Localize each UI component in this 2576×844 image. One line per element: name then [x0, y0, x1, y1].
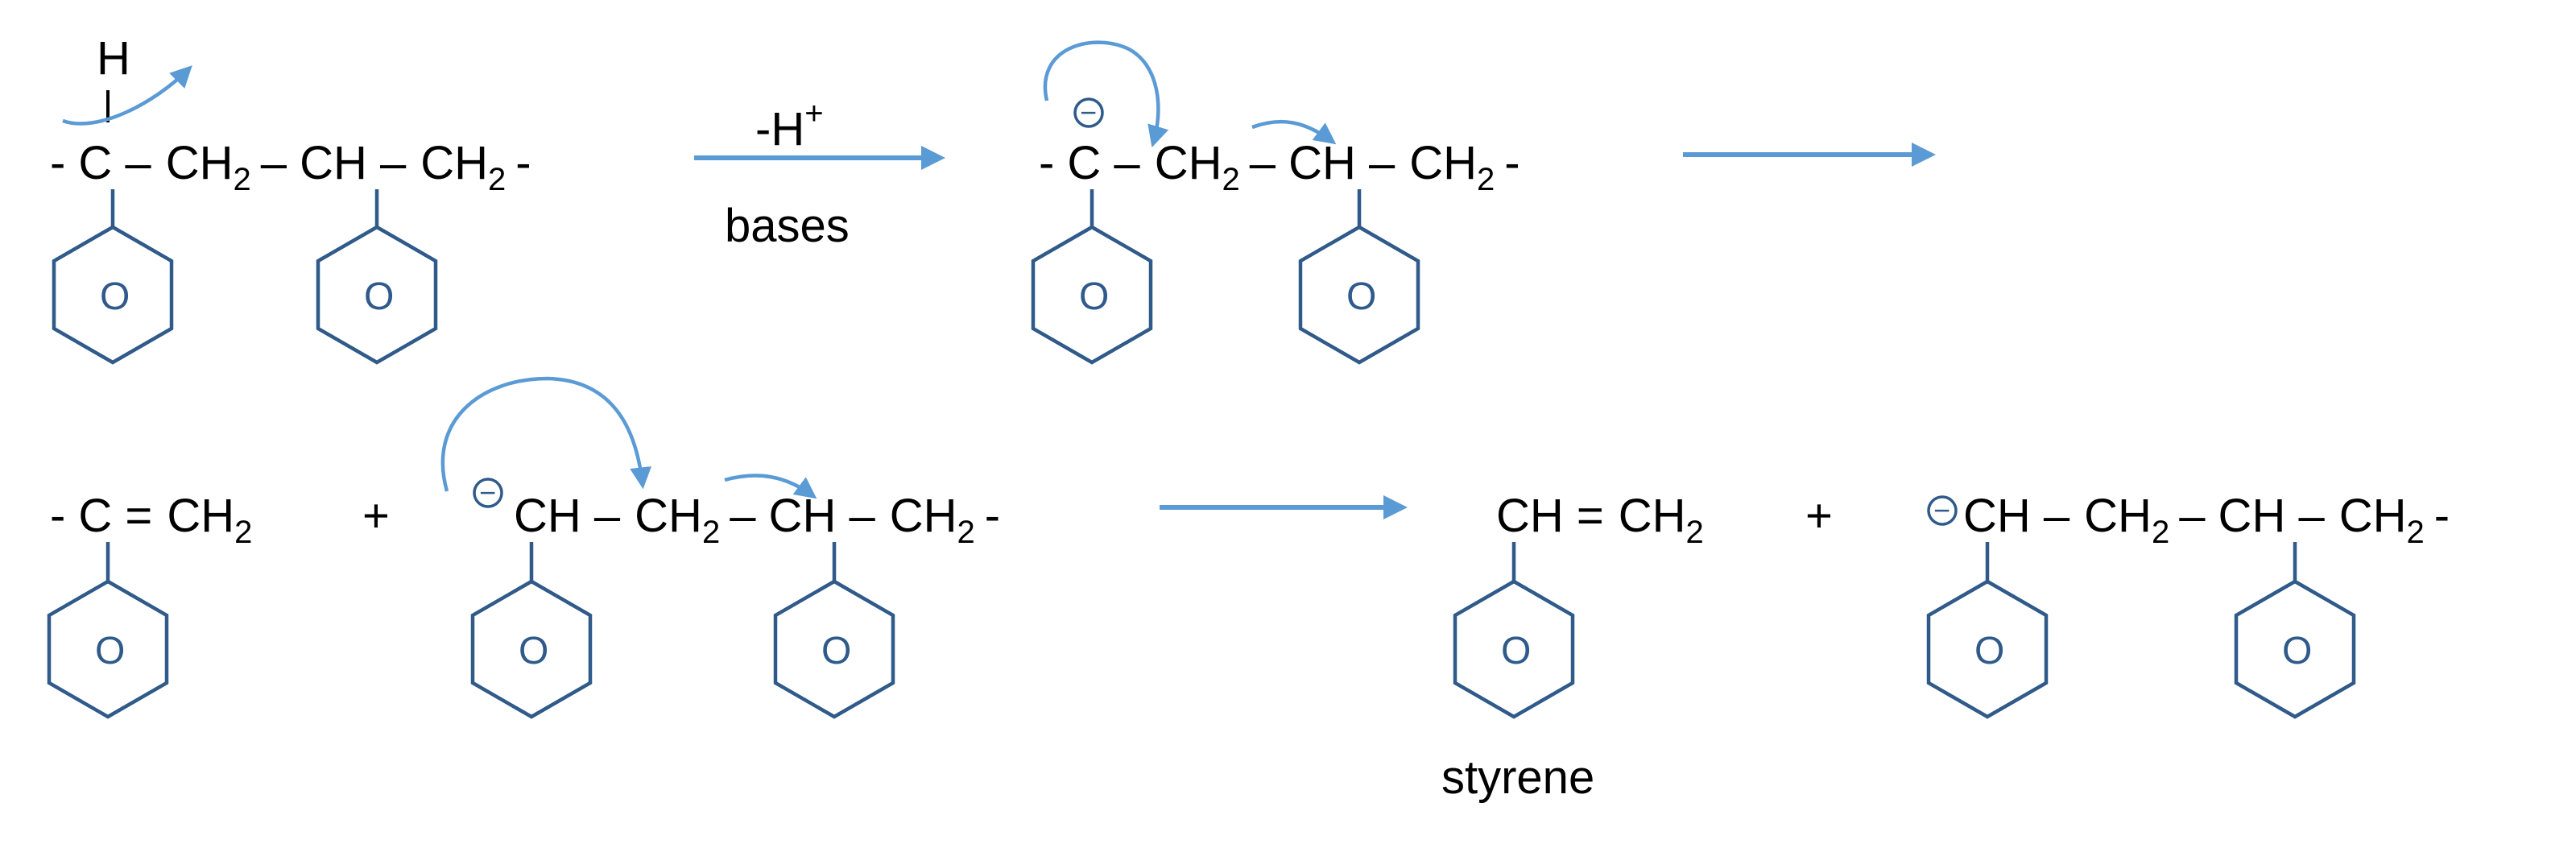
phenyl-ring: O: [773, 579, 895, 719]
phenyl-ring: O: [1926, 579, 2049, 719]
chain-text: CH –CH2– CH –CH2-: [1963, 490, 2450, 550]
phenyl-ring: O: [1031, 225, 1153, 365]
reagent-above: -H+: [755, 96, 824, 155]
svg-text:O: O: [95, 630, 125, 672]
curly-arrow-2: [1251, 119, 1337, 145]
plus-sign-1: +: [362, 490, 390, 542]
svg-text:−: −: [1933, 494, 1950, 527]
abstracted-h: H: [97, 32, 130, 85]
svg-text:−: −: [1080, 96, 1097, 129]
curly-arrow-3: [440, 376, 652, 492]
curly-arrow-h-abstraction: [62, 65, 192, 126]
phenyl-ring: O: [2234, 579, 2356, 719]
phenyl-ring: O: [470, 579, 593, 719]
svg-text:O: O: [364, 275, 394, 318]
alkene-end-fragment: - C =CH2 O: [47, 490, 252, 719]
product-carbanion-fragment: − CH –CH2– CH –CH2- O O: [1926, 490, 2450, 719]
negative-charge: −: [1927, 494, 1958, 527]
plus-sign-2: +: [1805, 490, 1833, 542]
chain-text: CH =CH2: [1496, 490, 1704, 550]
svg-text:O: O: [1501, 630, 1531, 672]
reaction-arrow-1: -H+ bases: [694, 96, 945, 252]
styrene-molecule: CH =CH2 O styrene: [1441, 490, 1704, 804]
phenyl-ring: O: [52, 225, 174, 365]
svg-text:O: O: [1974, 630, 2004, 672]
negative-charge: −: [1073, 96, 1104, 129]
svg-text:O: O: [1346, 275, 1376, 318]
svg-text:O: O: [100, 275, 130, 318]
svg-text:O: O: [519, 630, 548, 672]
chain-text: - C –CH2– CH –CH2-: [50, 137, 531, 197]
negative-charge: −: [473, 476, 503, 509]
svg-text:O: O: [821, 630, 851, 672]
phenyl-ring: O: [47, 579, 169, 719]
chain-text: - C –CH2– CH –CH2-: [1039, 137, 1520, 197]
carbanion-fragment: − - C –CH2– CH –CH2- O O: [1031, 40, 1520, 365]
svg-text:O: O: [1079, 275, 1109, 318]
chain-text: - C =CH2: [50, 490, 252, 550]
chain-text: CH –CH2– CH –CH2-: [514, 490, 1000, 550]
start-fragment: H - C –CH2– CH –CH2- O O: [50, 32, 531, 365]
new-carbanion-fragment: − CH –CH2– CH –CH2- O O: [440, 376, 1000, 719]
phenyl-ring: O: [1453, 579, 1575, 719]
phenyl-ring: O: [1298, 225, 1420, 365]
styrene-label: styrene: [1441, 751, 1594, 804]
svg-text:−: −: [479, 476, 496, 509]
phenyl-ring: O: [316, 225, 438, 365]
curly-arrow-1: [1043, 40, 1169, 148]
svg-text:O: O: [2282, 630, 2312, 672]
curly-arrow-4: [724, 474, 817, 499]
reagent-below: bases: [725, 200, 850, 252]
